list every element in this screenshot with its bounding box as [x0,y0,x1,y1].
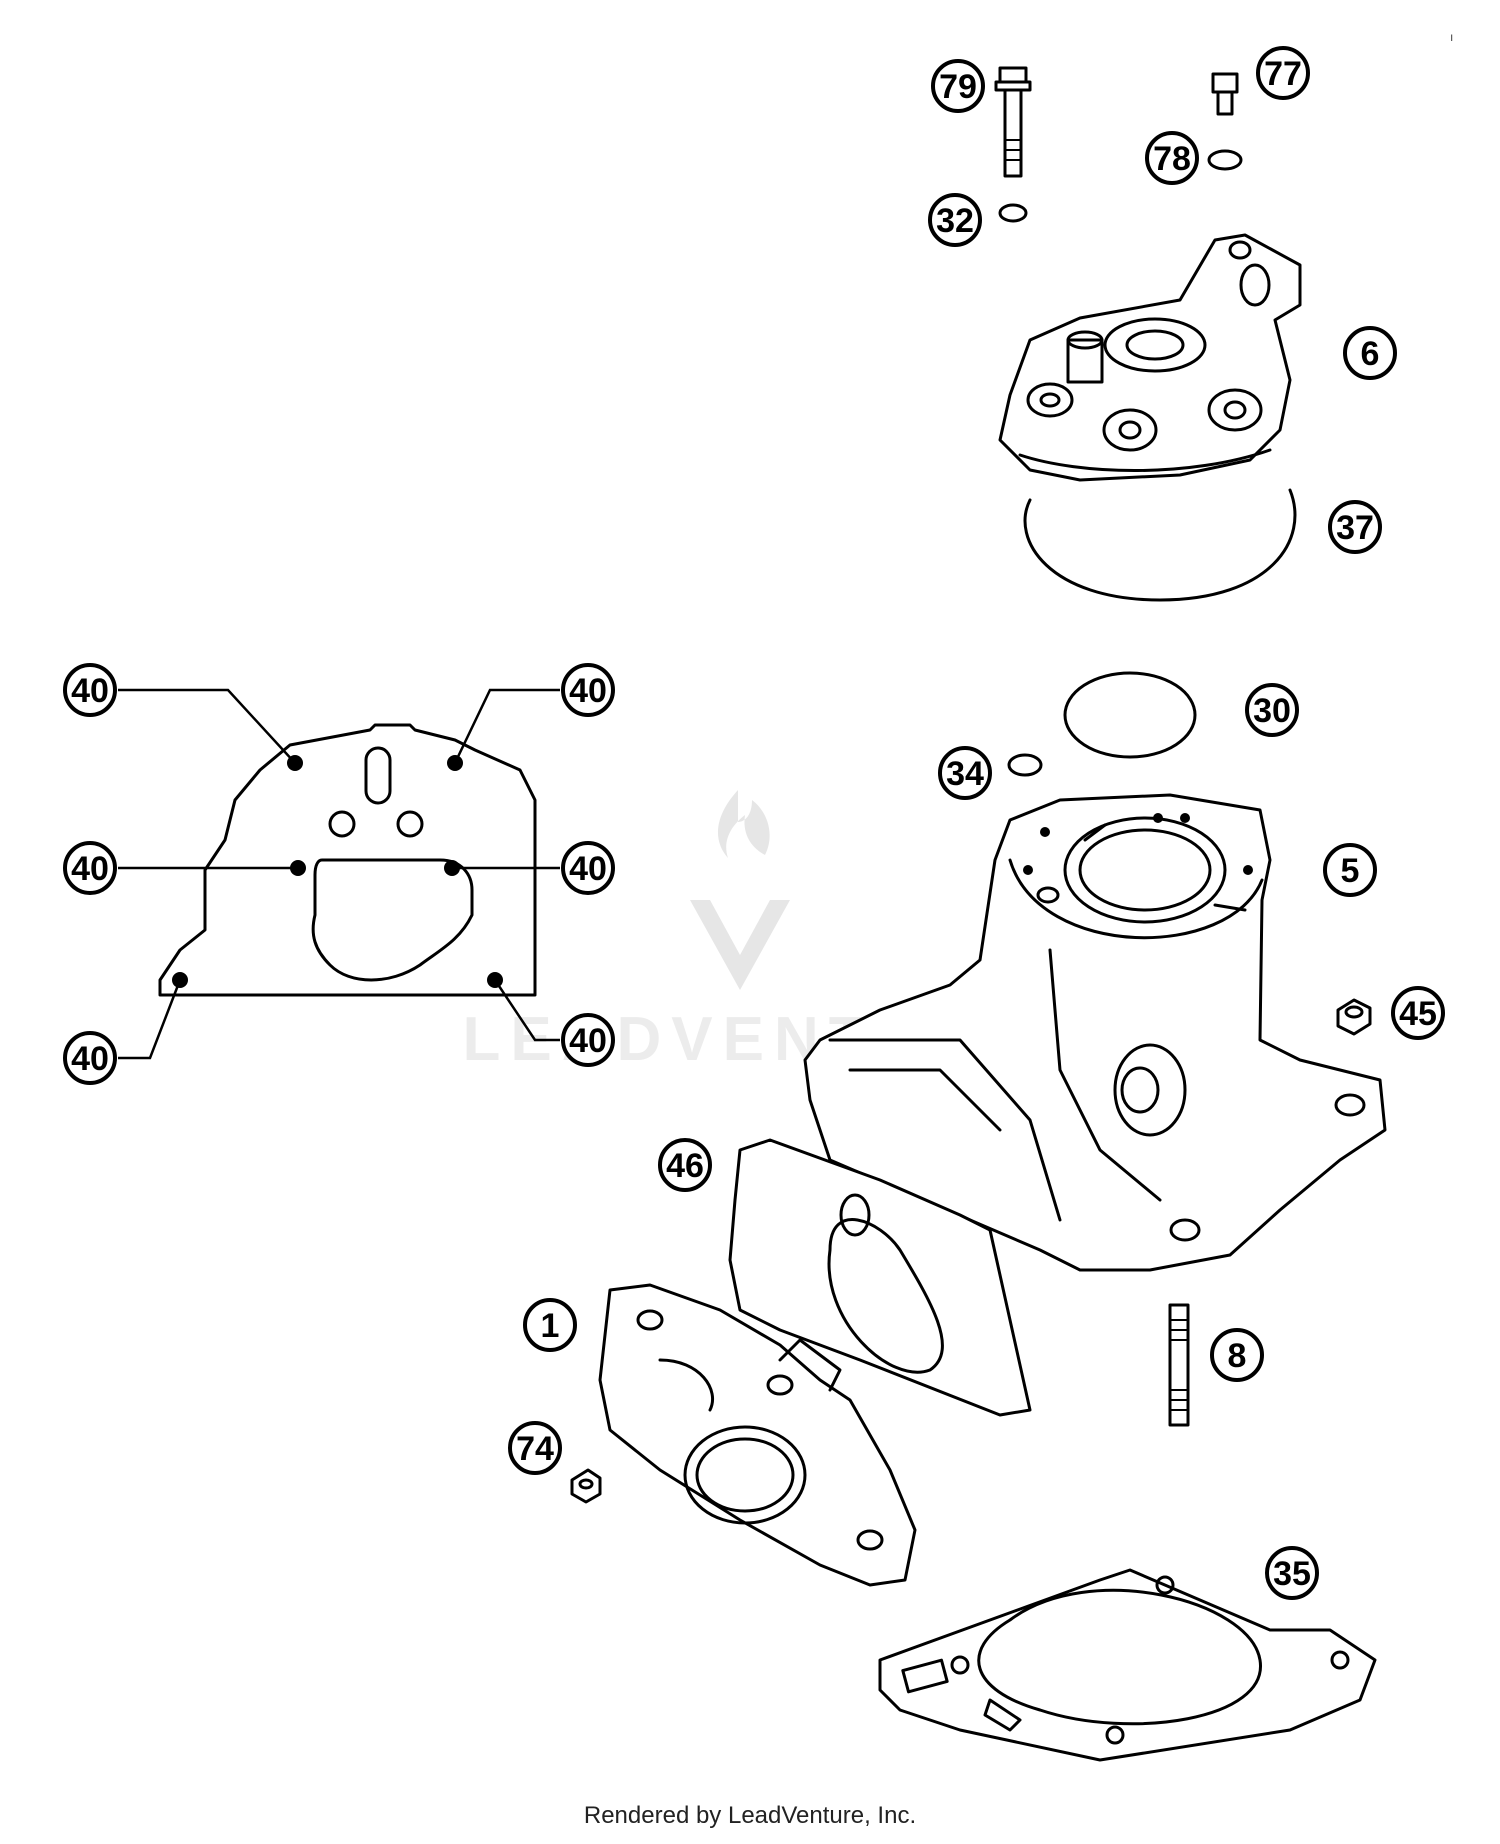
callout-77[interactable]: 77 [1256,46,1310,100]
footer-credit: Rendered by LeadVenture, Inc. [583,1802,917,1829]
callout-6-label: 6 [1361,335,1380,373]
callout-40[interactable]: 40 [561,841,615,895]
callout-37-label: 37 [1336,509,1374,547]
part-6-cylinder-head [998,233,1302,482]
part-37-o-ring [1023,488,1297,602]
callout-40[interactable]: 40 [63,841,117,895]
part-5-cylinder [803,793,1387,1272]
part-30-o-ring [1063,671,1197,759]
callout-8[interactable]: 8 [1210,1328,1264,1382]
callout-40[interactable]: 40 [561,663,615,717]
callout-30-label: 30 [1253,692,1291,730]
callout-6[interactable]: 6 [1343,326,1397,380]
callout-40[interactable]: 40 [63,1031,117,1085]
part-77-screw [1211,72,1239,116]
callout-5-label: 5 [1341,852,1360,890]
part-79-bolt [994,66,1032,178]
callout-40-label: 40 [569,1022,607,1060]
callout-40-label: 40 [71,672,109,710]
callout-40[interactable]: 40 [63,663,117,717]
callout-74[interactable]: 74 [508,1421,562,1475]
callout-40-label: 40 [569,850,607,888]
callout-1[interactable]: 1 [523,1298,577,1352]
callout-37[interactable]: 37 [1328,500,1382,554]
callout-1-label: 1 [541,1307,560,1345]
callout-30[interactable]: 30 [1245,683,1299,737]
callout-46[interactable]: 46 [658,1138,712,1192]
callout-79[interactable]: 79 [931,59,985,113]
part-45-nut [1336,998,1372,1036]
part-78-washer [1207,149,1243,171]
part-74-nut [570,1468,602,1504]
part-35-base-gasket [878,1568,1377,1762]
part-46-gasket [728,1138,1032,1417]
callout-45-label: 45 [1399,995,1437,1033]
callout-40-label: 40 [569,672,607,710]
callout-79-label: 79 [939,68,977,106]
callout-34-label: 34 [946,755,984,793]
callout-32[interactable]: 32 [928,193,982,247]
callout-34[interactable]: 34 [938,746,992,800]
callout-45[interactable]: 45 [1391,986,1445,1040]
corner-mark: ı [1450,30,1454,44]
callout-32-label: 32 [936,202,974,240]
callout-40-label: 40 [71,1040,109,1078]
part-8-stud [1168,1303,1190,1427]
callout-78-label: 78 [1153,140,1191,178]
callout-35-label: 35 [1273,1555,1311,1593]
callout-40-label: 40 [71,850,109,888]
callout-74-label: 74 [516,1430,554,1468]
callout-40[interactable]: 40 [561,1013,615,1067]
part-32-washer [998,203,1028,223]
inset-gasket-40 [118,688,560,1060]
part-1-intake-flange [598,1283,917,1587]
callout-77-label: 77 [1264,55,1302,93]
callout-5[interactable]: 5 [1323,843,1377,897]
part-34-small-o-ring [1007,753,1043,777]
callout-46-label: 46 [666,1147,704,1185]
callout-35[interactable]: 35 [1265,1546,1319,1600]
callout-78[interactable]: 78 [1145,131,1199,185]
callout-8-label: 8 [1228,1337,1247,1375]
